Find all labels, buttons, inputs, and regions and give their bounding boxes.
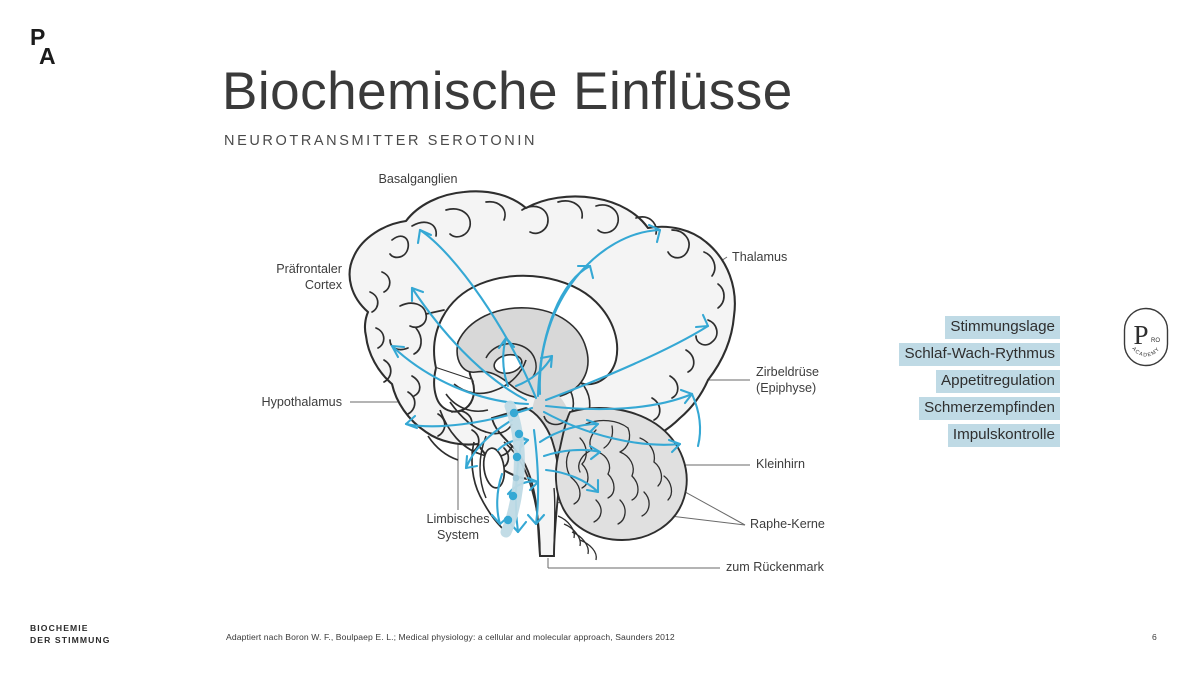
footer-deck-line1: BIOCHEMIE <box>30 623 89 633</box>
footer-deck-title: BIOCHEMIE DER STIMMUNG <box>30 622 111 646</box>
raphe-nuclei <box>500 400 525 538</box>
label-basalganglien: Basalganglien <box>378 172 458 186</box>
label-kleinhirn: Kleinhirn <box>756 457 806 471</box>
label-praefrontaler-cortex: Präfrontaler Cortex <box>276 262 342 292</box>
brand-logo: P A <box>30 24 57 69</box>
label-zirbeldruese: Zirbeldrüse (Epiphyse) <box>756 365 819 395</box>
badge-letter: P <box>1133 320 1148 350</box>
label-thalamus: Thalamus <box>732 250 788 264</box>
label-limbisches-system: Limbisches System <box>426 512 490 542</box>
badge-superscript: RO <box>1151 338 1160 344</box>
brand-letter-p: P <box>30 24 46 50</box>
keyword-item: Appetitregulation <box>936 370 1060 393</box>
keyword-item: Schmerzempfinden <box>919 397 1060 420</box>
footer-page-number: 6 <box>1152 632 1157 642</box>
brain-diagram: Basalganglien Präfrontaler Cortex Hypoth… <box>240 172 860 590</box>
label-raphe-kerne: Raphe-Kerne <box>750 517 825 531</box>
label-hypothalamus: Hypothalamus <box>261 395 342 409</box>
keyword-item: Stimmungslage <box>945 316 1060 339</box>
cerebellum <box>554 407 688 561</box>
footer-deck-line2: DER STIMMUNG <box>30 635 111 645</box>
brand-letter-a: A <box>39 43 57 69</box>
keyword-list: Stimmungslage Schlaf-Wach-Rythmus Appeti… <box>820 316 1060 447</box>
label-zum-rueckenmark: zum Rückenmark <box>726 560 824 574</box>
page-title: Biochemische Einflüsse <box>222 62 793 121</box>
keyword-item: Schlaf-Wach-Rythmus <box>899 343 1060 366</box>
brainstem <box>490 406 560 557</box>
keyword-item: Impulskontrolle <box>947 424 1060 447</box>
academy-badge: P RO ACADEMY <box>1122 306 1170 368</box>
footer-source-citation: Adaptiert nach Boron W. F., Boulpaep E. … <box>226 632 675 642</box>
page-subtitle: NEUROTRANSMITTER SEROTONIN <box>224 133 538 149</box>
